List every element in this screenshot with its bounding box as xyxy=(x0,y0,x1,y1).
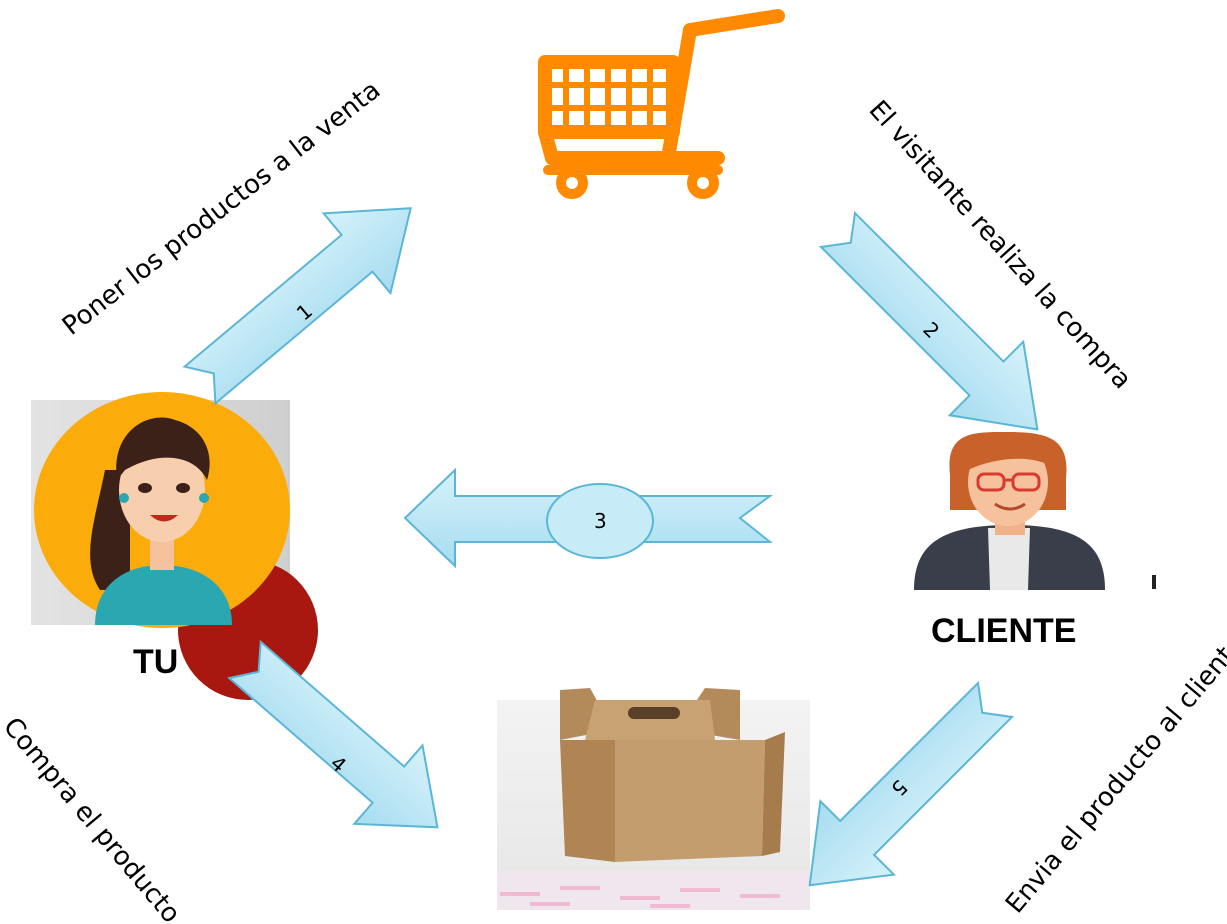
cardboard-box-photo xyxy=(497,688,810,910)
arrow-3 xyxy=(403,467,774,569)
customer-label: CLIENTE xyxy=(931,612,1077,650)
arrow-2 xyxy=(818,210,1039,431)
seller-label: TU xyxy=(133,643,179,681)
step-3-badge xyxy=(546,483,654,559)
shopping-cart-icon xyxy=(538,9,785,199)
arrow-5 xyxy=(808,680,1015,887)
seller-avatar xyxy=(31,392,318,700)
customer-avatar xyxy=(914,431,1156,590)
arrow-1 xyxy=(182,207,412,406)
arrow-4 xyxy=(227,639,439,829)
step-3-number: 3 xyxy=(594,509,607,533)
